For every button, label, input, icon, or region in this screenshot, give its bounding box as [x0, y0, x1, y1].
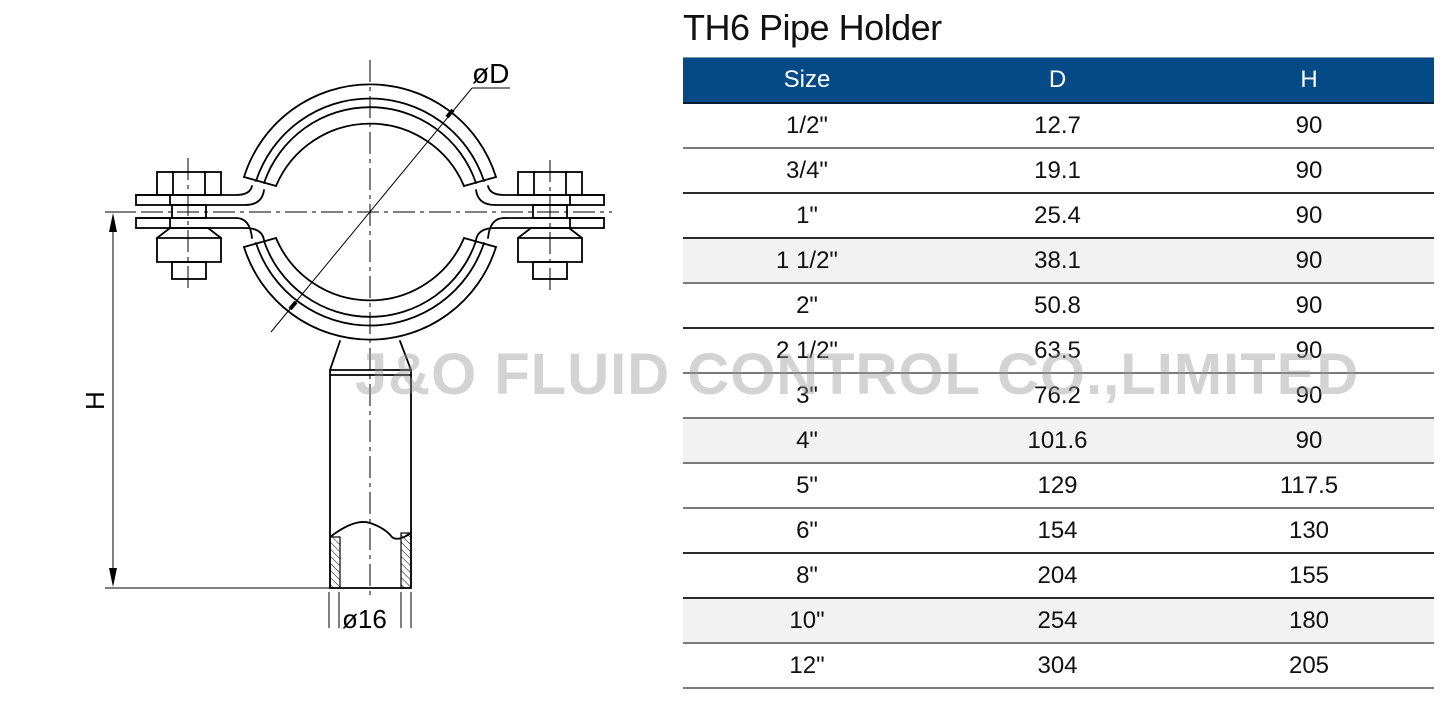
- cell-d: 19.1: [931, 148, 1184, 194]
- cell-h: 90: [1184, 103, 1434, 149]
- cell-h: 90: [1184, 193, 1434, 239]
- cell-size: 2": [683, 283, 931, 329]
- center-lines: [105, 60, 612, 600]
- cell-h: 90: [1184, 418, 1434, 464]
- height-dimension: H: [80, 211, 330, 589]
- cell-d: 25.4: [931, 193, 1184, 239]
- cell-size: 8": [683, 553, 931, 599]
- cell-size: 3": [683, 373, 931, 419]
- cell-d: 101.6: [931, 418, 1184, 464]
- pipe-holder-drawing: øD H ø16: [80, 58, 612, 634]
- cell-d: 12.7: [931, 103, 1184, 149]
- header-h: H: [1184, 57, 1434, 104]
- cell-h: 90: [1184, 283, 1434, 329]
- cell-size: 1/2": [683, 103, 931, 149]
- header-size: Size: [683, 57, 931, 104]
- cell-d: 129: [931, 463, 1184, 509]
- height-label: H: [80, 391, 110, 410]
- cell-d: 38.1: [931, 238, 1184, 284]
- cell-h: 130: [1184, 508, 1434, 554]
- cell-h: 180: [1184, 598, 1434, 644]
- cell-h: 155: [1184, 553, 1434, 599]
- cell-size: 10": [683, 598, 931, 644]
- cell-d: 76.2: [931, 373, 1184, 419]
- cell-d: 254: [931, 598, 1184, 644]
- cell-h: 90: [1184, 373, 1434, 419]
- cell-size: 1 1/2": [683, 238, 931, 284]
- page-title: TH6 Pipe Holder: [683, 7, 942, 48]
- cell-d: 304: [931, 643, 1184, 689]
- cell-size: 12": [683, 643, 931, 689]
- left-bolt: [156, 171, 222, 280]
- cell-size: 1": [683, 193, 931, 239]
- cell-d: 154: [931, 508, 1184, 554]
- cell-size: 4": [683, 418, 931, 464]
- cell-h: 90: [1184, 328, 1434, 374]
- cell-d: 63.5: [931, 328, 1184, 374]
- cell-d: 204: [931, 553, 1184, 599]
- cell-size: 3/4": [683, 148, 931, 194]
- stem-diameter-dimension: ø16: [328, 592, 412, 634]
- diameter-label: øD: [472, 58, 509, 89]
- cell-d: 50.8: [931, 283, 1184, 329]
- cell-h: 205: [1184, 643, 1434, 689]
- cell-h: 117.5: [1184, 463, 1434, 509]
- table-header-row: Size D H: [683, 57, 1434, 104]
- diameter-dimension: øD: [270, 58, 510, 333]
- cell-h: 90: [1184, 238, 1434, 284]
- cell-size: 5": [683, 463, 931, 509]
- cell-size: 2 1/2": [683, 328, 931, 374]
- flange-plates: [135, 185, 605, 241]
- cell-h: 90: [1184, 148, 1434, 194]
- header-d: D: [931, 57, 1184, 104]
- cell-size: 6": [683, 508, 931, 554]
- stem-diameter-label: ø16: [342, 604, 387, 634]
